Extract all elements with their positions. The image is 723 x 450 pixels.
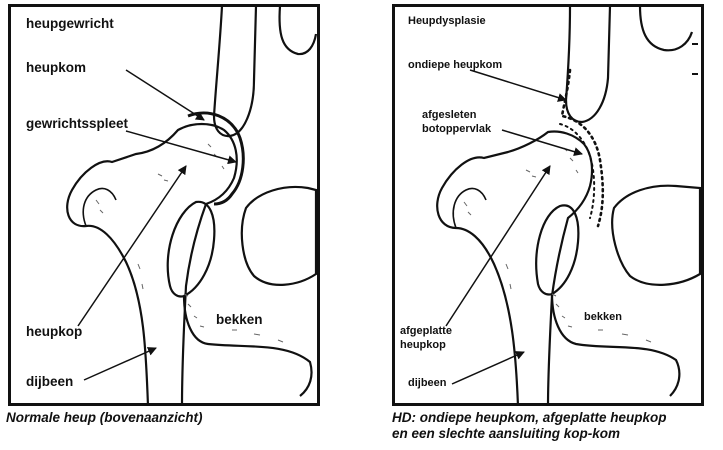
label-bekken: bekken bbox=[216, 312, 263, 327]
caption-line-2: en een slechte aansluiting kop-kom bbox=[392, 426, 667, 442]
label-afgeplatte: afgeplatte bbox=[400, 325, 452, 337]
label-heupkop: heupkop bbox=[26, 324, 82, 339]
title-heupdysplasie: Heupdysplasie bbox=[408, 15, 486, 27]
caption-hip-dysplasia: HD: ondiepe heupkom, afgeplatte heupkop … bbox=[392, 410, 667, 442]
label-heupkop: heupkop bbox=[400, 339, 446, 351]
label-dijbeen: dijbeen bbox=[26, 374, 73, 389]
label-afgesleten: afgesleten bbox=[422, 109, 477, 121]
label-dijbeen: dijbeen bbox=[408, 377, 447, 389]
label-bekken: bekken bbox=[584, 311, 622, 323]
caption-normal-hip: Normale heup (bovenaanzicht) bbox=[6, 410, 203, 426]
title-heupgewricht: heupgewricht bbox=[26, 16, 114, 31]
hip-dysplasia-diagram: Heupdysplasie ondiepe heupkom afgesleten… bbox=[392, 4, 706, 406]
caption-line-1: HD: ondiepe heupkom, afgeplatte heupkop bbox=[392, 410, 667, 426]
label-heupkom: heupkom bbox=[26, 60, 86, 75]
label-ondiepe-heupkom: ondiepe heupkom bbox=[408, 59, 502, 71]
label-botoppervlak: botoppervlak bbox=[422, 123, 492, 135]
label-gewrichtsspleet: gewrichtsspleet bbox=[26, 116, 129, 131]
normal-hip-diagram: heupgewricht heupkom gewrichtsspleet heu… bbox=[8, 4, 320, 406]
